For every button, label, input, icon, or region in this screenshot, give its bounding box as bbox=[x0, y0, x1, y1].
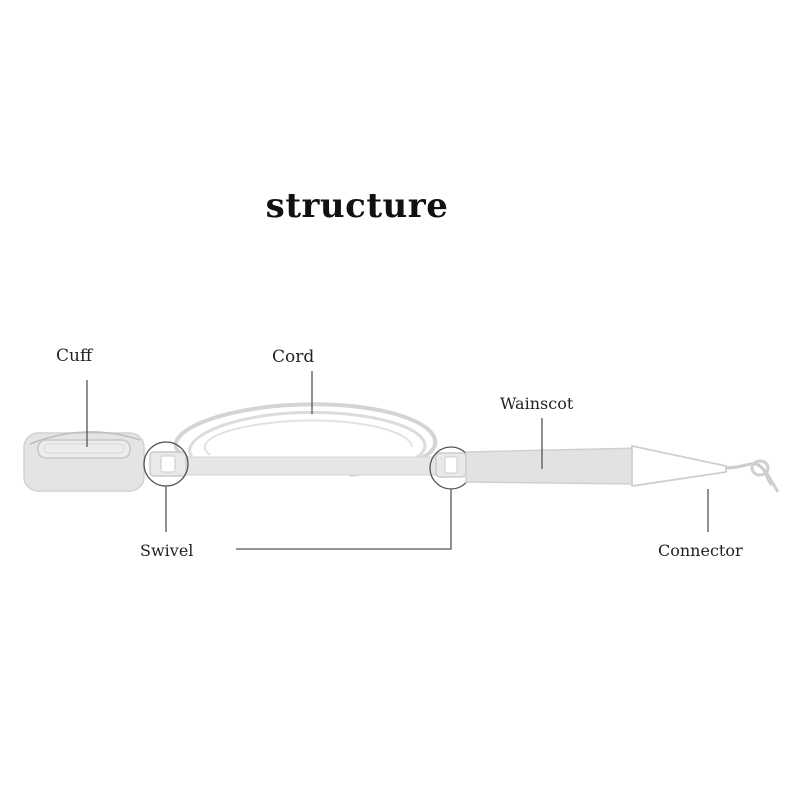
swivel-label: Swivel bbox=[140, 541, 194, 560]
swivel-part-left bbox=[143, 441, 189, 487]
connector-label: Connector bbox=[658, 541, 743, 560]
connector-part bbox=[631, 444, 780, 493]
swivel-leader-line-right bbox=[236, 489, 452, 550]
cuff-part bbox=[23, 431, 145, 492]
leader-lines bbox=[86, 371, 709, 550]
cord-label: Cord bbox=[272, 347, 315, 367]
wainscot-label: Wainscot bbox=[500, 394, 574, 413]
cuff-label: Cuff bbox=[56, 346, 93, 366]
wainscot-part bbox=[465, 447, 641, 485]
diagram-title: structure bbox=[265, 186, 449, 226]
